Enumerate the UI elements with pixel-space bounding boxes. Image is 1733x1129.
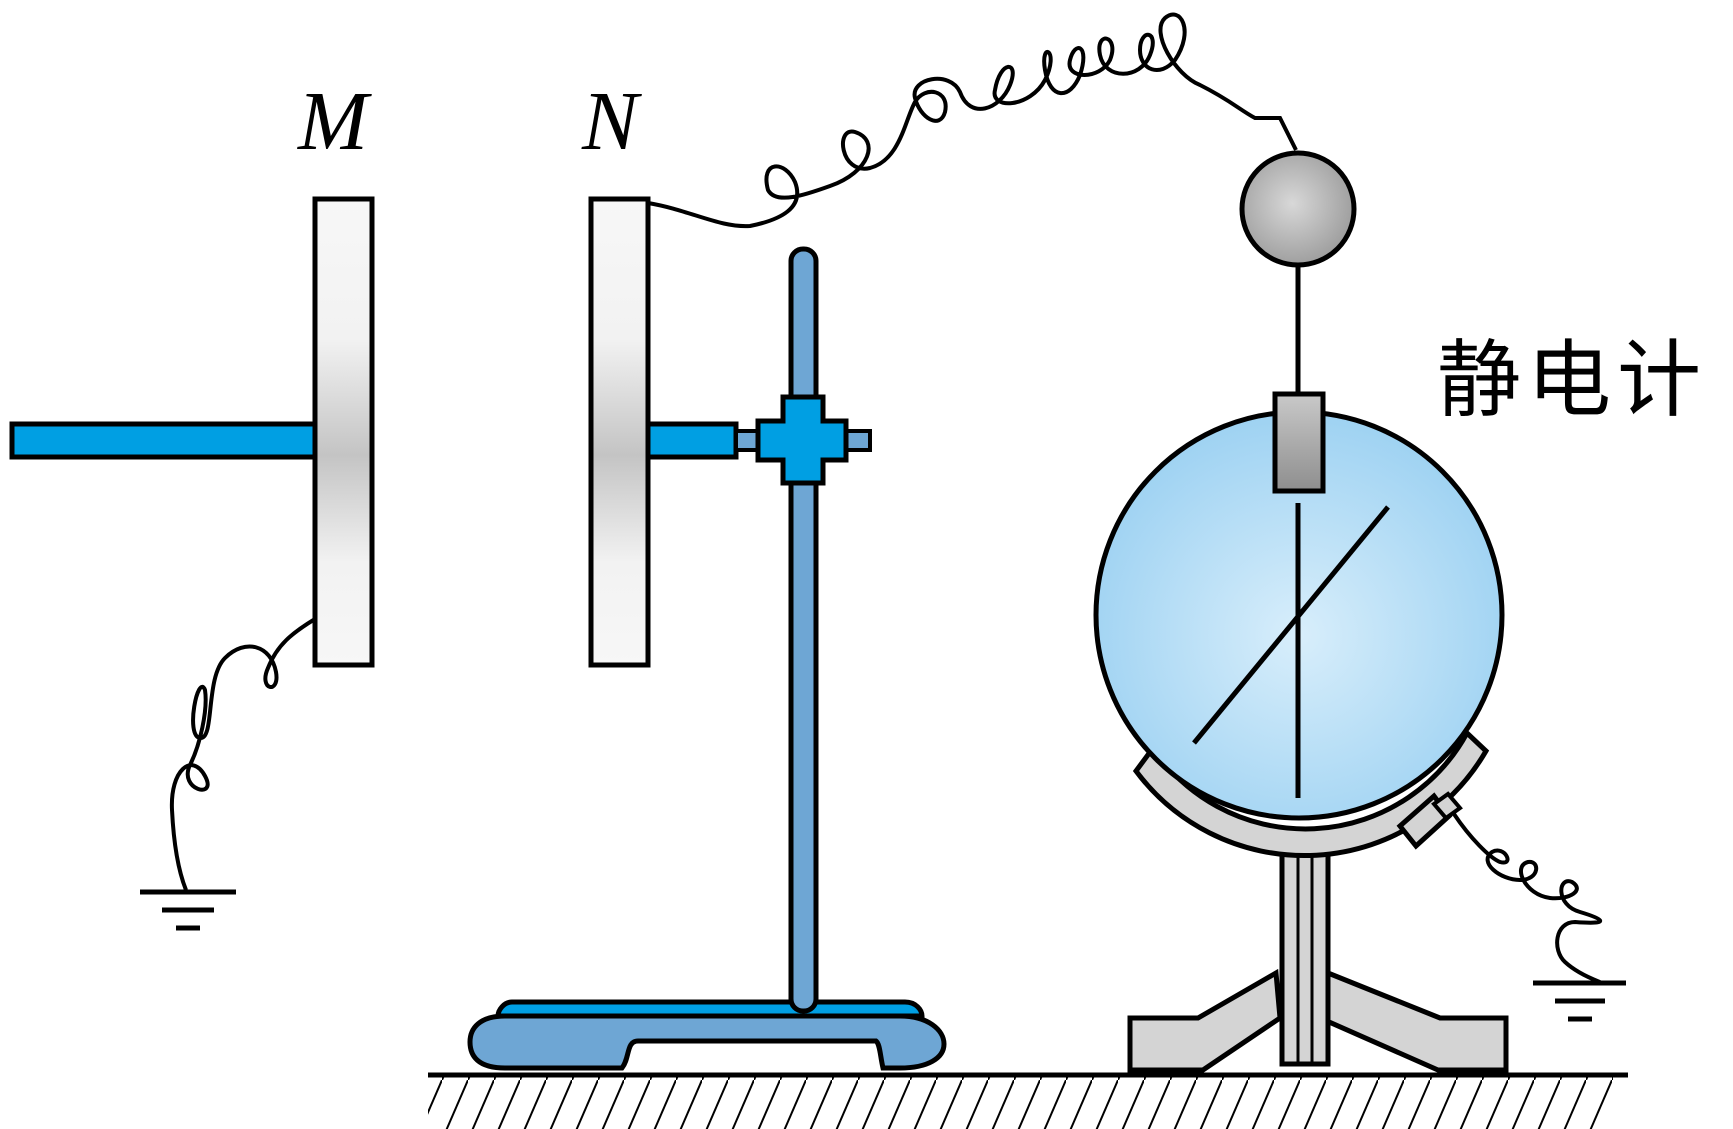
plate-m-label: M xyxy=(298,75,368,168)
plate-m-rod xyxy=(9,421,319,460)
connecting-wire xyxy=(647,12,1298,229)
plate-n xyxy=(588,196,651,668)
plate-n-rod xyxy=(645,421,739,460)
plate-n-label: N xyxy=(582,75,639,168)
ground-icon xyxy=(140,889,236,931)
clamp-rod-end-right xyxy=(844,429,872,452)
plate-m-ground-wire xyxy=(169,617,317,891)
stand-base xyxy=(467,1013,947,1071)
electrometer-ground-wire xyxy=(1452,812,1603,984)
clamp-rod-end-left xyxy=(734,429,760,452)
stand-base-top xyxy=(495,999,925,1019)
electrometer-tripod-right xyxy=(1317,969,1509,1073)
electrometer-tripod xyxy=(1127,968,1283,1073)
electrometer-label: 静电计 xyxy=(1437,331,1708,429)
retort-stand-icon xyxy=(467,246,947,1071)
ground-icon xyxy=(1533,980,1626,1022)
table-surface xyxy=(428,1072,1628,1129)
electrometer-icon xyxy=(1093,150,1626,1073)
plate-m-assembly xyxy=(9,196,375,931)
plate-m xyxy=(312,196,375,668)
electrometer-needle xyxy=(1192,505,1390,745)
electrometer-terminal xyxy=(1272,391,1326,494)
electrometer-ball xyxy=(1239,150,1357,268)
electrometer-post xyxy=(1279,833,1331,1067)
clamp-boss xyxy=(755,394,849,486)
stand-pole xyxy=(788,246,819,1014)
